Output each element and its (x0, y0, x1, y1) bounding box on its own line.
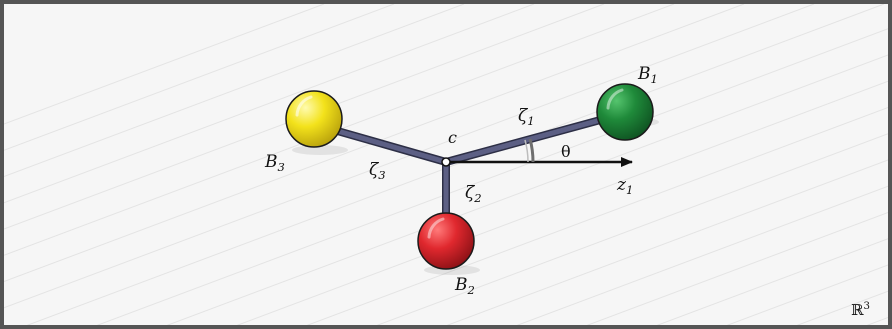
rod-zeta3 (316, 122, 450, 166)
label-space-r3: ℝ3 (851, 301, 870, 320)
hatch-line (796, 290, 888, 325)
hatch-line (4, 4, 605, 230)
hatch-line (166, 54, 888, 325)
hatch-line (4, 4, 465, 178)
theta-angle-arc (528, 138, 535, 163)
hatch-line (4, 4, 815, 309)
ball-b1 (596, 83, 659, 141)
hatch-line (4, 4, 675, 256)
hatch-line (4, 4, 395, 151)
label-b1: B1 (638, 64, 658, 87)
hatch-line (4, 4, 535, 204)
hatch-line (866, 316, 888, 325)
diagram-svg (4, 4, 888, 325)
label-zeta2: ζ2 (465, 183, 482, 206)
hatch-line (726, 264, 888, 325)
ball-b2 (417, 212, 480, 275)
label-b3: B3 (265, 152, 285, 175)
label-b2: B2 (455, 275, 475, 298)
ball-b3 (285, 90, 348, 155)
label-center-c: c (448, 128, 457, 147)
label-z1-axis: z1 (617, 175, 634, 198)
hatch-line (586, 211, 888, 325)
hatch-line (376, 133, 888, 325)
background-hatch (4, 4, 888, 325)
hatch-line (306, 106, 888, 325)
hatch-line (446, 159, 888, 325)
hatch-line (656, 238, 888, 325)
hatch-line (236, 80, 888, 325)
label-zeta3: ζ3 (369, 160, 386, 183)
hatch-line (4, 4, 325, 125)
label-theta: θ (561, 142, 571, 161)
hatch-line (4, 4, 745, 283)
label-zeta1: ζ1 (518, 106, 535, 129)
hatch-line (96, 28, 888, 325)
center-joint (441, 157, 451, 167)
hatch-line (516, 185, 888, 325)
